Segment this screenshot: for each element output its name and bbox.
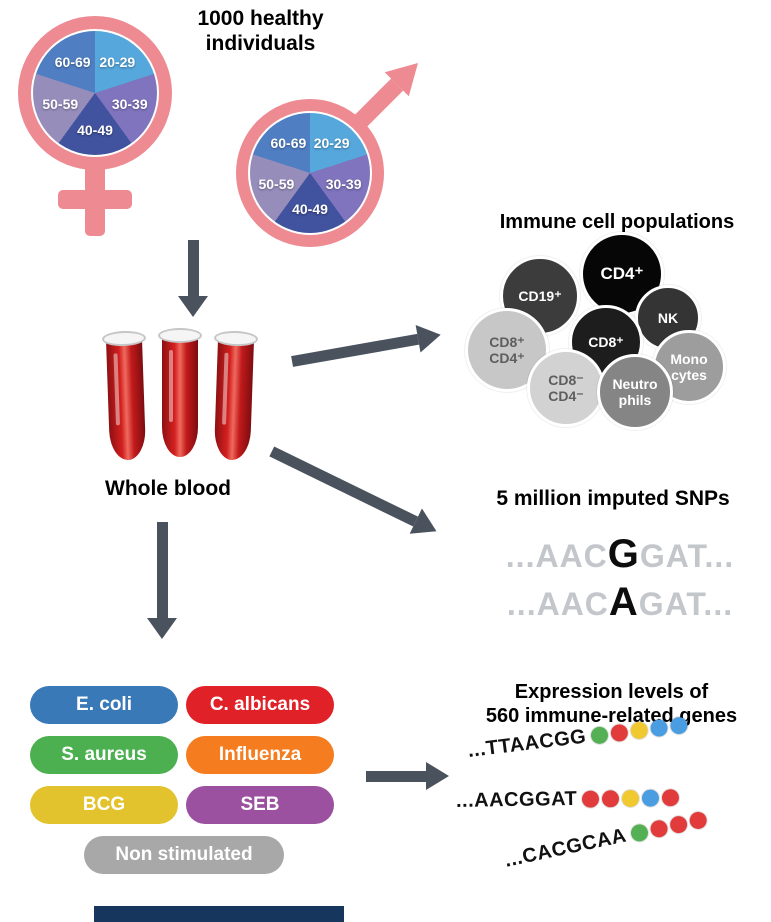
snp-sequence-1: ...AACGGAT... bbox=[462, 530, 771, 578]
stimulus-non-stimulated: Non stimulated bbox=[84, 836, 284, 874]
blood-tube bbox=[210, 330, 259, 463]
snp-seq2-variant: A bbox=[608, 580, 639, 624]
stimulus-label: C. albicans bbox=[209, 694, 311, 715]
expression-title-line1: Expression levels of bbox=[514, 681, 709, 703]
immune-cells-title: Immune cell populations bbox=[499, 211, 735, 233]
snps-title: 5 million imputed SNPs bbox=[496, 487, 730, 510]
expression-title: Expression levels of 560 immune-related … bbox=[452, 680, 771, 728]
age-label-20-29: 20-29 bbox=[313, 135, 350, 151]
arrow-to-stimuli bbox=[147, 522, 177, 639]
age-label-20-29: 20-29 bbox=[99, 54, 136, 70]
gene-sequence-row-3: ...CACGCAA bbox=[503, 807, 709, 872]
snp-seq1-variant: G bbox=[607, 532, 640, 576]
stimulus-calbicans: C. albicans bbox=[186, 686, 334, 724]
whole-blood-label: Whole blood bbox=[105, 477, 231, 500]
snp-sequence-2: ...AACAGAT... bbox=[462, 578, 771, 626]
stimulus-label: Non stimulated bbox=[115, 844, 253, 865]
cell-label: CD8⁻ CD4⁻ bbox=[548, 371, 584, 404]
age-label-30-39: 30-39 bbox=[325, 175, 362, 192]
male-age-pie-wrap: 20-29 30-39 40-49 50-59 60-69 bbox=[250, 113, 370, 233]
tube-blood bbox=[105, 337, 147, 461]
cell-label: CD4⁺ bbox=[600, 264, 644, 284]
arrow-to-snps bbox=[266, 438, 443, 544]
snp-seq1-pre: ...AAC bbox=[505, 538, 608, 574]
main-title: 1000 healthy individuals bbox=[168, 6, 353, 56]
cell-label: CD19⁺ bbox=[518, 287, 562, 304]
tube-blood bbox=[162, 335, 198, 457]
cell-cd4: CD4⁺ bbox=[580, 232, 664, 316]
age-label-60-69: 60-69 bbox=[54, 54, 91, 70]
age-pie bbox=[250, 113, 370, 233]
cropped-bottom-panel bbox=[94, 906, 344, 922]
female-symbol: 20-29 30-39 40-49 50-59 60-69 bbox=[18, 16, 188, 248]
gene-sequence-text: ...TTAACGG bbox=[466, 725, 588, 762]
cell-label: Neutro phils bbox=[612, 375, 658, 408]
male-symbol: 20-29 30-39 40-49 50-59 60-69 bbox=[232, 50, 462, 255]
snp-seq2-post: GAT... bbox=[638, 586, 734, 622]
stimulus-label: BCG bbox=[82, 794, 126, 815]
cell-cd19: CD19⁺ bbox=[500, 256, 580, 336]
arrow-shaft bbox=[269, 446, 419, 527]
gene-expression-dots bbox=[579, 789, 680, 808]
main-title-line1: 1000 healthy bbox=[197, 7, 324, 30]
age-label-30-39: 30-39 bbox=[111, 96, 148, 113]
female-age-pie-wrap: 20-29 30-39 40-49 50-59 60-69 bbox=[33, 31, 157, 155]
cell-label: CD8⁺ CD4⁺ bbox=[489, 333, 525, 366]
age-label-40-49: 40-49 bbox=[292, 201, 328, 217]
cell-label: CD8⁺ bbox=[588, 333, 624, 350]
arrow-shaft bbox=[366, 770, 426, 782]
gene-sequence-text: ...AACGGAT bbox=[455, 787, 578, 812]
blood-tube bbox=[101, 330, 151, 463]
cell-cd8-cd4-neg: CD8⁻ CD4⁻ bbox=[527, 349, 605, 427]
arrow-shaft bbox=[156, 522, 168, 618]
cell-neutrophils: Neutro phils bbox=[597, 354, 673, 430]
female-symbol-crossbar bbox=[58, 190, 132, 209]
stimulus-label: E. coli bbox=[76, 694, 132, 715]
tube-rim bbox=[158, 328, 202, 343]
cell-label: NK bbox=[657, 309, 679, 326]
arrow-head-icon bbox=[147, 618, 177, 639]
age-pie bbox=[33, 31, 157, 155]
blood-tube bbox=[158, 328, 202, 460]
snp-seq1-post: GAT... bbox=[639, 538, 735, 574]
cell-label: Mono cytes bbox=[670, 350, 708, 383]
gene-expression-dots bbox=[626, 810, 709, 844]
tube-blood bbox=[213, 337, 255, 461]
stimulus-label: SEB bbox=[240, 794, 280, 815]
arrow-to-blood bbox=[178, 240, 208, 317]
gene-sequence-row-2: ...AACGGAT bbox=[456, 786, 680, 813]
arrow-to-expression bbox=[366, 762, 449, 790]
stimulus-influenza: Influenza bbox=[186, 736, 334, 774]
arrow-shaft bbox=[187, 240, 199, 296]
age-label-50-59: 50-59 bbox=[42, 96, 79, 113]
age-label-60-69: 60-69 bbox=[270, 135, 307, 151]
arrow-head-icon bbox=[426, 762, 449, 790]
gene-sequence-text: ...CACGCAA bbox=[502, 824, 629, 872]
main-title-line2: individuals bbox=[205, 32, 316, 56]
stimulus-seb: SEB bbox=[186, 786, 334, 824]
stimulus-label: S. aureus bbox=[61, 744, 147, 765]
arrow-head-icon bbox=[178, 296, 208, 317]
stimulus-label: Influenza bbox=[218, 744, 302, 765]
stimulus-ecoli: E. coli bbox=[30, 686, 178, 724]
snp-sequences: ...AACGGAT... ...AACAGAT... bbox=[462, 530, 771, 626]
arrow-shaft bbox=[291, 333, 420, 367]
stimulus-saureus: S. aureus bbox=[30, 736, 178, 774]
stimulus-bcg: BCG bbox=[30, 786, 178, 824]
arrow-to-cells bbox=[290, 320, 444, 375]
age-label-50-59: 50-59 bbox=[258, 175, 295, 192]
tube-shine bbox=[169, 350, 173, 422]
snp-seq2-pre: ...AAC bbox=[506, 586, 609, 622]
age-label-40-49: 40-49 bbox=[77, 122, 113, 139]
arrow-head-icon bbox=[415, 320, 444, 353]
